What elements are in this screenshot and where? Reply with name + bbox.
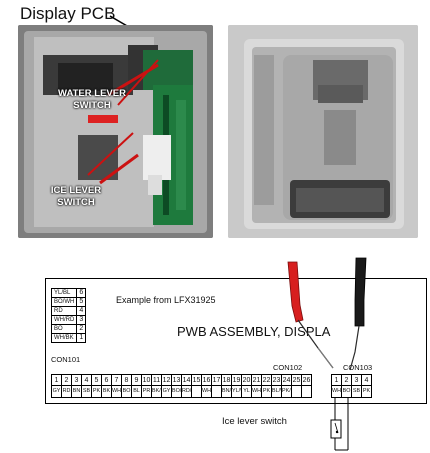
con102-label: CON102 — [273, 363, 303, 372]
pwb-assembly-text: PWB ASSEMBLY, DISPLA — [177, 324, 331, 339]
dispenser-photo-illustration — [228, 25, 418, 238]
con103-wire-color: PK — [361, 385, 372, 398]
con101-label: CON101 — [51, 355, 81, 364]
ice-lever-switch-text: ICE LEVER SWITCH — [50, 185, 102, 208]
ice-lever-switch-symbol — [330, 419, 342, 439]
display-pcb-title: Display PCB — [20, 4, 116, 23]
water-lever-switch-label: WATER LEVER SWITCH — [32, 88, 152, 112]
pcb-photo: WATER LEVER SWITCH ICE LEVER SWITCH — [18, 25, 213, 238]
ice-lever-switch-caption: Ice lever switch — [222, 416, 287, 427]
red-probe — [287, 261, 334, 369]
example-model-text: Example from LFX31925 — [116, 295, 216, 305]
con101-wire-color: WH/BK — [50, 333, 78, 343]
black-probe — [349, 257, 367, 371]
con102-color-row: GYRDBNSBPKBKWH/RDBOBLPRBK/WHGYBO/WHRD/BK… — [51, 385, 312, 398]
con101-pin-number: 1 — [76, 333, 87, 343]
dispenser-photo — [228, 25, 418, 238]
pcb-photo-illustration — [18, 25, 213, 238]
con103-label: CON103 — [343, 363, 373, 372]
ice-lever-switch-label: ICE LEVER SWITCH — [26, 185, 126, 209]
con102-wire-color — [301, 385, 312, 398]
water-lever-switch-text: WATER LEVER SWITCH — [58, 88, 126, 111]
